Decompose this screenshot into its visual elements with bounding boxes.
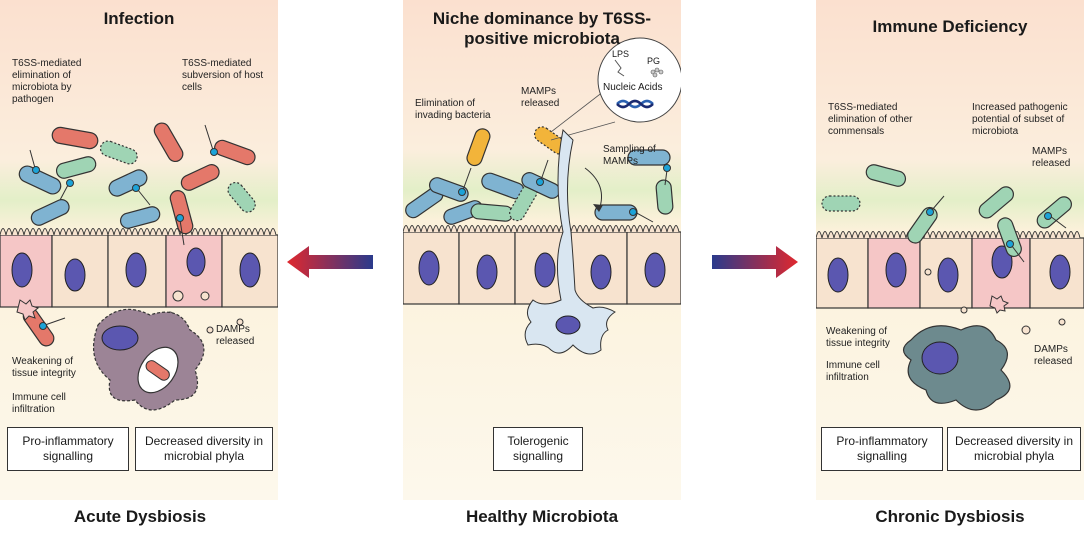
infection-scene	[0, 0, 278, 500]
label-elimination-invaders: Elimination of invading bacteria	[415, 98, 491, 121]
panel-acute-dysbiosis: Infection T6SS-mediated elimination of m…	[0, 0, 278, 500]
immune-cell	[902, 325, 1011, 411]
label-immune-infiltration: Immune cell infiltration	[826, 360, 880, 383]
box-proinflammatory-signalling: Pro-inflammatory signalling	[7, 427, 129, 471]
bacterium	[169, 190, 194, 235]
label-damps-released: DAMPs released	[1034, 344, 1073, 367]
panel-title: Infection	[103, 9, 175, 28]
box-decreased-diversity: Decreased diversity in microbial phyla	[947, 427, 1081, 471]
mamps-callout	[597, 37, 681, 123]
callout-pg: PG	[647, 56, 661, 66]
bacteria-group	[821, 164, 1072, 258]
bacterium	[119, 206, 161, 229]
nucleus	[239, 252, 261, 288]
label-acute-dysbiosis: Acute Dysbiosis	[73, 507, 207, 526]
label-microbiota-elimination: T6SS-mediated elimination of microbiota …	[12, 58, 82, 105]
arrow-right-icon	[712, 246, 798, 278]
bacterium	[30, 199, 70, 226]
label-tissue-weakening: Weakening of tissue integrity	[826, 326, 890, 349]
infected-immune-cell	[92, 308, 205, 411]
t6ss-needles	[29, 124, 218, 330]
nucleus	[64, 258, 86, 292]
bacterium	[227, 181, 256, 213]
immune-deficiency-scene	[816, 0, 1084, 500]
bacterium	[214, 139, 256, 166]
microvilli	[0, 228, 277, 236]
label-pathogenic-potential: Increased pathogenic potential of subset…	[972, 102, 1068, 137]
label-mamps-released: MAMPs released	[521, 86, 560, 109]
nucleus	[11, 252, 33, 288]
callout-lps: LPS	[612, 49, 630, 59]
epithelial-layer	[816, 231, 1084, 309]
label-tissue-weakening: Weakening of tissue integrity	[12, 356, 76, 379]
callout-line	[550, 87, 609, 133]
bacteria-group	[18, 122, 256, 347]
lps-icon	[614, 59, 625, 77]
bacterium	[180, 164, 220, 191]
label-mamps-released: MAMPs released	[1032, 146, 1071, 169]
nucleus	[186, 247, 206, 277]
epithelial-layer	[0, 228, 278, 308]
arrow-left-icon	[287, 246, 373, 278]
box-decreased-diversity: Decreased diversity in microbial phyla	[135, 427, 273, 471]
bacterium	[51, 126, 99, 150]
bacterium	[18, 165, 62, 195]
dna-icon	[616, 99, 654, 109]
dendritic-cell	[524, 128, 616, 355]
box-proinflammatory-signalling: Pro-inflammatory signalling	[821, 427, 943, 471]
t6ss-needles	[458, 159, 671, 223]
panel-healthy-microbiota: Niche dominance by T6SS-positive microbi…	[403, 0, 681, 500]
panel-chronic-dysbiosis: Immune Deficiency T6SS-mediated eliminat…	[816, 0, 1084, 500]
panel-title: Niche dominance by T6SS-positive microbi…	[432, 9, 652, 48]
label-sampling-mamps: Sampling of MAMPs	[603, 144, 656, 167]
epithelial-layer	[403, 225, 681, 305]
damps-particles	[924, 268, 1066, 335]
bacterium	[55, 156, 97, 179]
label-damps-released: DAMPs released	[216, 324, 255, 347]
bacterium	[153, 122, 184, 163]
label-commensal-elimination: T6SS-mediated elimination of other comme…	[828, 102, 913, 137]
label-healthy-microbiota: Healthy Microbiota	[465, 507, 619, 526]
panel-title: Immune Deficiency	[872, 17, 1028, 36]
callout-nucleic-acids: Nucleic Acids	[603, 82, 663, 93]
healthy-scene	[403, 0, 681, 500]
bacteria-group	[405, 126, 674, 225]
pg-icon	[650, 67, 664, 78]
bacterium	[99, 140, 138, 165]
nucleus	[125, 252, 147, 288]
label-immune-infiltration: Immune cell infiltration	[12, 392, 66, 415]
label-chronic-dysbiosis: Chronic Dysbiosis	[875, 507, 1025, 526]
bacterium	[108, 169, 148, 197]
label-host-subversion: T6SS-mediated subversion of host cells	[182, 58, 264, 93]
t6ss-needles	[926, 195, 1067, 263]
box-tolerogenic-signalling: Tolerogenic signalling	[493, 427, 583, 471]
